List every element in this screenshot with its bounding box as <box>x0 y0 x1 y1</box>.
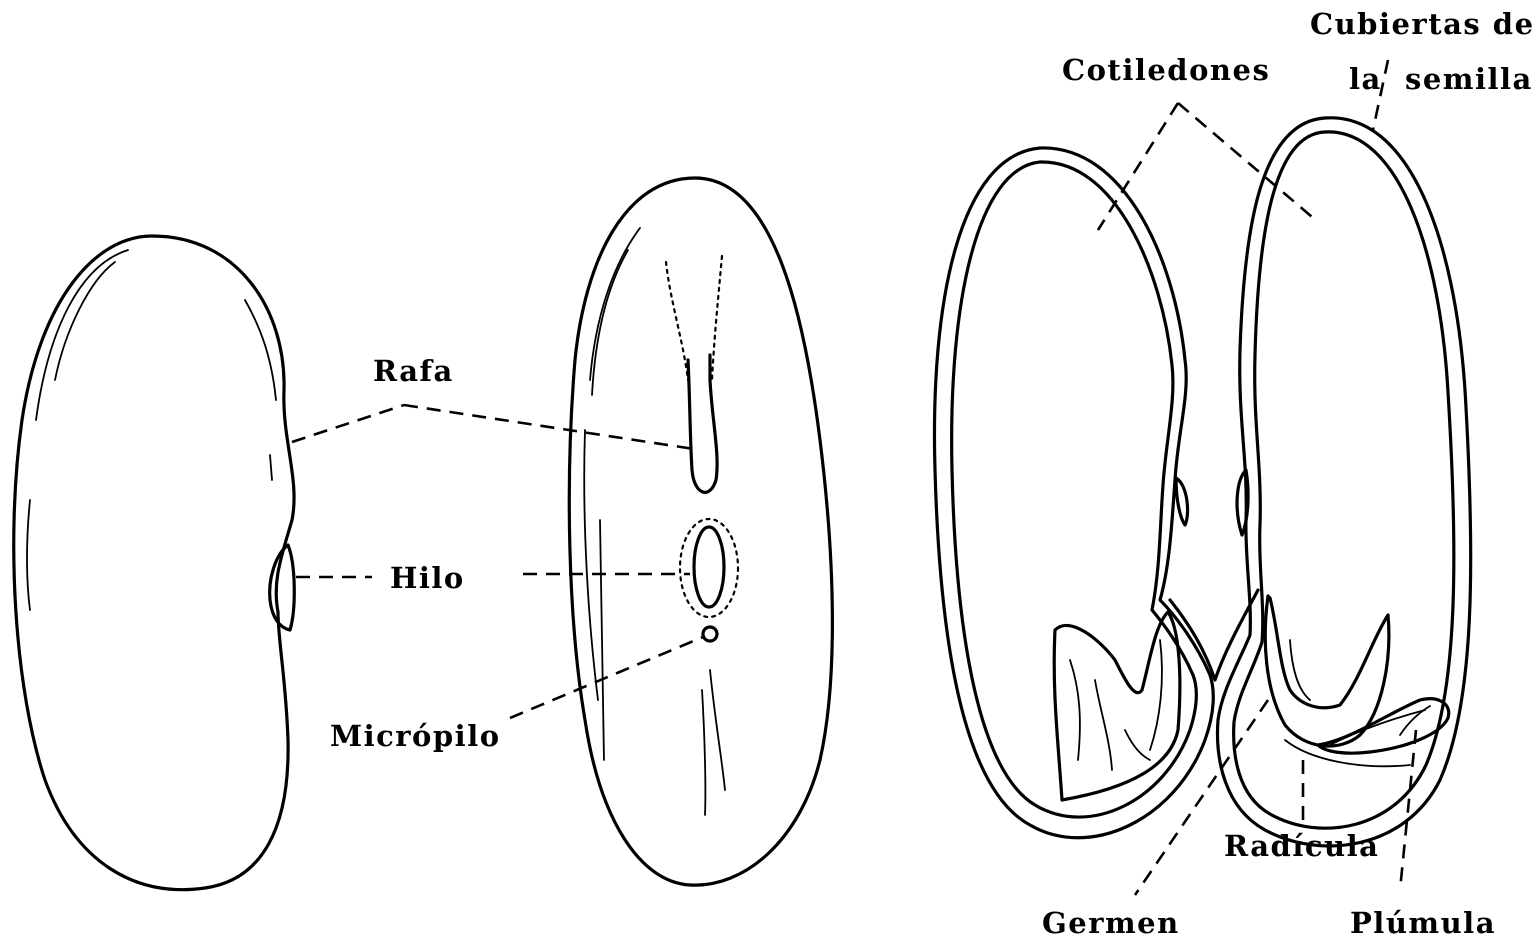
seed-side-inner-line <box>36 250 128 420</box>
leader-cotiledones-right <box>1178 103 1318 222</box>
leader-plumula <box>1400 730 1416 890</box>
seed-side-shade-1 <box>55 262 115 380</box>
hilum-dotted-ring <box>680 519 738 617</box>
seed-side-shade-4 <box>270 455 272 480</box>
raphe-dotted-right <box>712 256 722 380</box>
label-rafa: Rafa <box>373 354 454 388</box>
seed-side-view <box>14 236 295 890</box>
leader-micropilo <box>510 637 703 718</box>
germ-left <box>1054 612 1180 800</box>
seed-front-shade-4 <box>600 520 604 760</box>
germ-left-texture-3 <box>1150 640 1162 750</box>
germ-left-texture-2 <box>1095 680 1112 770</box>
seed-front-view <box>569 178 832 885</box>
left-cotyledon-outer <box>934 148 1213 838</box>
seed-front-shade-3 <box>584 430 598 700</box>
label-plumula: Plúmula <box>1350 906 1496 940</box>
hilum <box>694 527 724 607</box>
micropyle <box>703 627 717 641</box>
left-cotyledon-inner <box>952 162 1197 817</box>
plumule-texture-1 <box>1330 710 1425 745</box>
seed-front-shade-1 <box>590 228 640 380</box>
seed-front-shade-6 <box>702 690 705 815</box>
label-cubiertas-semilla: semilla <box>1405 62 1533 96</box>
label-cubiertas-line1: Cubiertas de <box>1310 7 1535 41</box>
raphe-dotted-left <box>666 262 688 380</box>
germ-left-texture-4 <box>1125 730 1150 760</box>
seed-front-shade-5 <box>710 670 725 790</box>
label-hilo: Hilo <box>390 561 465 595</box>
label-germen: Germen <box>1042 906 1180 940</box>
leader-rafa-right <box>404 405 694 449</box>
central-split <box>1170 590 1258 680</box>
leader-rafa-left <box>292 405 404 442</box>
radicle-texture <box>1290 640 1310 700</box>
right-hilum-pocket <box>1237 470 1248 535</box>
right-cotyledon-inner <box>1234 132 1454 828</box>
seed-front-shade-2 <box>592 250 628 395</box>
germ-left-texture-1 <box>1070 660 1080 760</box>
seed-opened-view <box>934 118 1470 846</box>
label-cubiertas-la: la <box>1349 62 1382 96</box>
label-cotiledones: Cotiledones <box>1062 53 1270 87</box>
left-hilum-pocket <box>1176 478 1188 525</box>
labels: Rafa Hilo Micrópilo Cotiledones Cubierta… <box>330 7 1535 940</box>
label-micropilo: Micrópilo <box>330 719 501 753</box>
seed-side-shade-3 <box>27 500 30 610</box>
label-radicula: Radícula <box>1224 829 1379 863</box>
